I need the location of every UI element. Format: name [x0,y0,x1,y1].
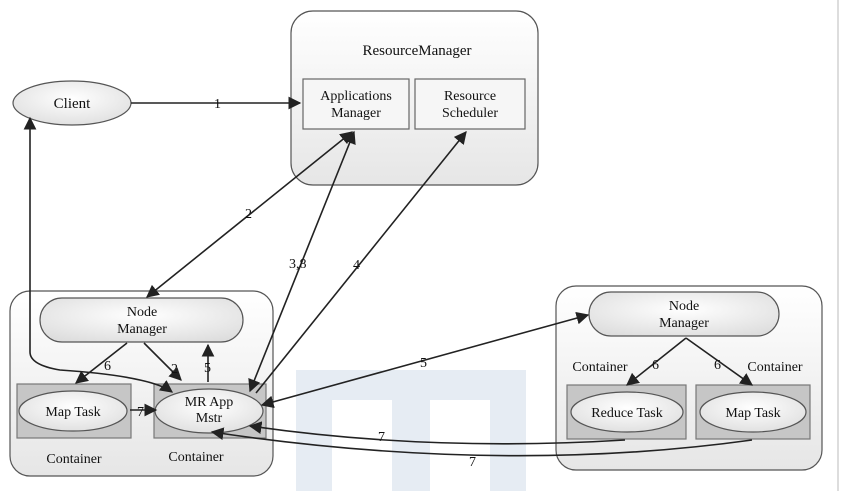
arrow-left-nm-to-mr [143,342,182,381]
left-map-task-label: Map Task [45,405,100,420]
arrow-right-nm-to-map [685,337,754,386]
arrow-left-nm-to-map [74,342,128,384]
label-5-right: 5 [420,356,427,371]
label-5-left: 5 [204,361,211,376]
mr-app-master-line2: Mstr [196,411,223,426]
left-container-label-1: Container [46,452,102,467]
watermark [296,370,526,491]
arrow-labels: 1 2 3,8 4 6 2 5 7 5 6 6 7 7 [104,97,721,470]
left-node-manager-line1: Node [127,305,157,320]
mr-app-master-line1: MR App [185,395,234,410]
applications-manager-box [302,78,410,130]
resource-manager-title: ResourceManager [362,43,471,59]
label-2-top: 2 [245,207,252,222]
reduce-task-label: Reduce Task [591,406,662,421]
resource-scheduler-box [414,78,526,130]
right-node-panel: Node Manager Container Container Reduce … [555,285,823,471]
arrows [23,96,754,457]
right-node-manager-line1: Node [669,299,699,314]
reduce-task [570,391,684,433]
right-container-label-2: Container [747,360,803,375]
left-container-label-2: Container [168,450,224,465]
right-map-task-label: Map Task [725,406,780,421]
label-6-map: 6 [714,358,721,373]
label-6-reduce: 6 [652,358,659,373]
right-container-label-1: Container [572,360,628,375]
arrow-right-nm-to-reduce [625,337,687,386]
client-label: Client [54,96,91,112]
arrow-mr-to-right-nm [260,311,590,409]
resource-manager-panel: ResourceManager Applications Manager Res… [290,10,539,186]
resource-scheduler-line2: Scheduler [442,106,498,121]
arrow-client-to-mr [23,116,174,393]
label-7-right-map: 7 [469,455,476,470]
left-node-manager-line2: Manager [117,322,167,337]
arrow-right-map-to-mr [210,427,753,457]
label-6-left: 6 [104,359,111,374]
label-7-reduce: 7 [378,430,385,445]
label-1: 1 [214,97,221,112]
label-4: 4 [353,258,360,273]
applications-manager-line1: Applications [320,89,392,104]
left-node-panel: Node Manager Map Task MR App Mstr Contai… [9,290,274,477]
resource-scheduler-line1: Resource [444,89,496,104]
label-3-8: 3,8 [289,257,307,272]
right-node-manager-line2: Manager [659,316,709,331]
arrow-reduce-to-mr [248,421,626,445]
label-2-left: 2 [171,362,178,377]
right-map-task [699,391,807,433]
label-7-map: 7 [137,405,144,420]
applications-manager-line2: Manager [331,106,381,121]
